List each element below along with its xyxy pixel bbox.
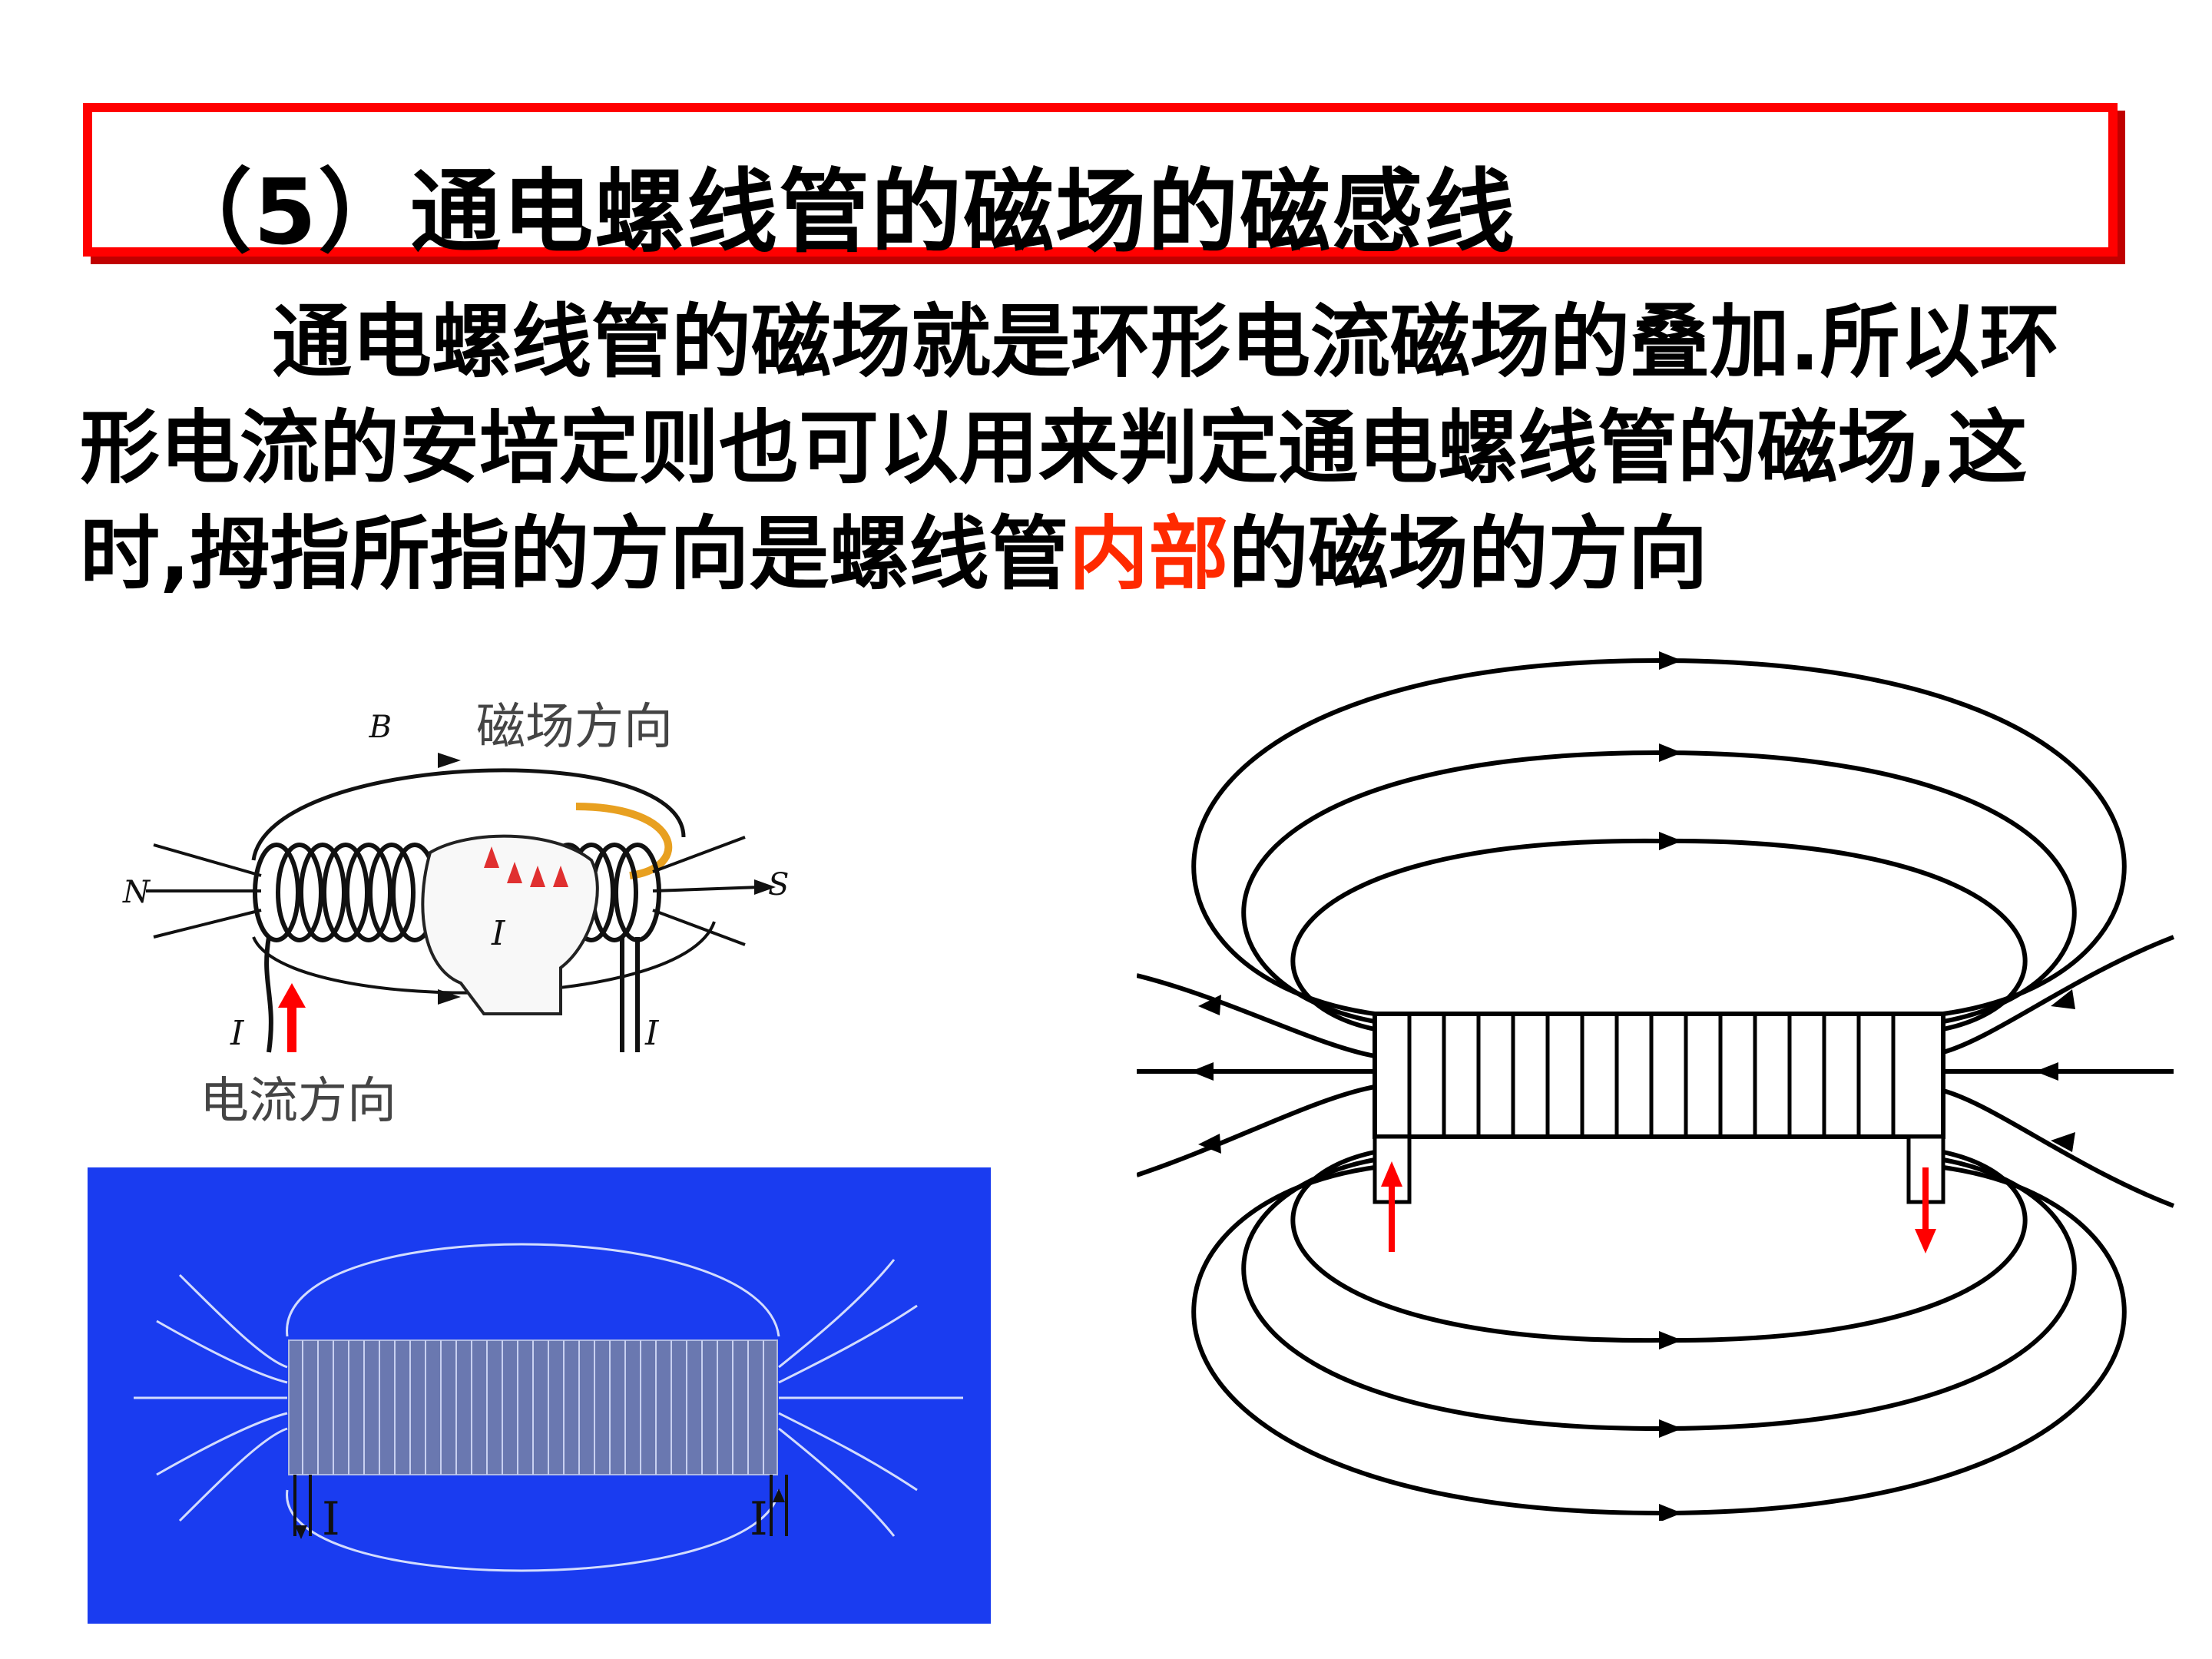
solenoid-field-lines-svg	[1137, 651, 2175, 1521]
blue-current-right: I	[750, 1492, 768, 1546]
current-symbol-hand: I	[491, 914, 506, 953]
current-symbol-left: I	[230, 1014, 245, 1053]
right-hand-rule-svg: 磁场方向 B N S I I I 电流方向	[122, 699, 789, 1130]
field-direction-label: 磁场方向	[476, 699, 673, 756]
description-paragraph: 通电螺线管的磁场就是环形电流磁场的叠加.所以环形电流的安培定则也可以用来判定通电…	[80, 289, 2123, 607]
solenoid-field-photo: I I	[88, 1167, 991, 1624]
page-title: （5）通电螺线管的磁场的磁感线	[161, 159, 1517, 265]
paragraph-text: 通电螺线管的磁场就是环形电流磁场的叠加.所以环形电流的安培定则也可以用来判定通电…	[80, 295, 2060, 601]
s-pole-label: S	[768, 867, 789, 902]
paragraph-highlight: 内部	[1068, 507, 1229, 601]
right-hand-rule-figure: 磁场方向 B N S I I I 电流方向	[100, 691, 914, 1137]
solenoid-field-svg: I I	[88, 1167, 991, 1624]
title-box	[83, 103, 2118, 257]
current-direction-label: 电流方向	[200, 1073, 396, 1130]
solenoid-field-lines-figure	[1137, 645, 2181, 1521]
b-label: B	[369, 710, 392, 745]
current-symbol-right: I	[644, 1014, 660, 1053]
paragraph-text-end: 的磁场的方向	[1228, 507, 1708, 601]
n-pole-label: N	[122, 875, 151, 910]
blue-current-left: I	[322, 1492, 340, 1546]
